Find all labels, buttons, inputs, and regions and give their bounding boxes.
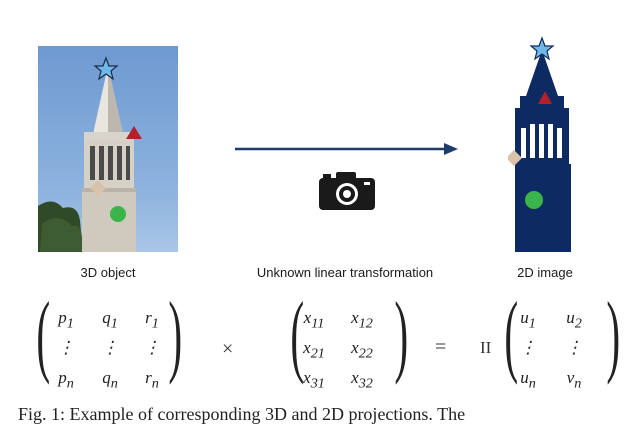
triangle-marker-3d (126, 126, 142, 139)
tower-silhouette (508, 36, 571, 252)
label-transformation: Unknown linear transformation (256, 265, 434, 280)
diamond-marker-3d (90, 180, 106, 196)
equals-operator: = (435, 336, 447, 358)
matrix-bar: II (480, 338, 492, 357)
result-matrix: ( ) u1 u2 ⋮ ⋮ un vn (504, 283, 621, 392)
tower-photo (38, 46, 178, 252)
cell-rn: rn (145, 368, 159, 392)
label-3d-object: 3D object (80, 265, 136, 280)
diamond-marker-2d (508, 150, 522, 166)
star-marker-3d (93, 56, 119, 81)
star-marker-2d (529, 36, 555, 61)
tower-photo-markers (90, 56, 142, 222)
cell-q1: q1 (102, 308, 118, 332)
cell-pn: pn (58, 368, 74, 392)
cell-qn: qn (102, 368, 118, 392)
camera-icon (319, 172, 375, 210)
cell-r1: r1 (145, 308, 159, 332)
cell-dots-2: ⋮ (101, 338, 119, 357)
label-2d-image: 2D image (517, 265, 573, 280)
triangle-marker-2d (538, 91, 552, 104)
equation: ( ) p1 q1 r1 ⋮ ⋮ ⋮ pn qn rn × ( ) x11 x1… (32, 283, 632, 398)
cell-dots-1: ⋮ (57, 338, 75, 357)
arrow-right (235, 143, 458, 155)
points-matrix: ( ) p1 q1 r1 ⋮ ⋮ ⋮ pn qn rn (36, 283, 183, 392)
cell-dots-3: ⋮ (143, 338, 161, 357)
circle-marker-3d (110, 206, 126, 222)
times-operator: × (222, 338, 234, 360)
transform-matrix: ( ) x11 x12 x21 x22 x31 x32 (290, 283, 409, 392)
cell-p1: p1 (58, 308, 74, 332)
circle-marker-2d (525, 191, 543, 209)
tower-photo-svg (38, 66, 136, 252)
figure-caption: Fig. 1: Example of corresponding 3D and … (18, 404, 466, 424)
